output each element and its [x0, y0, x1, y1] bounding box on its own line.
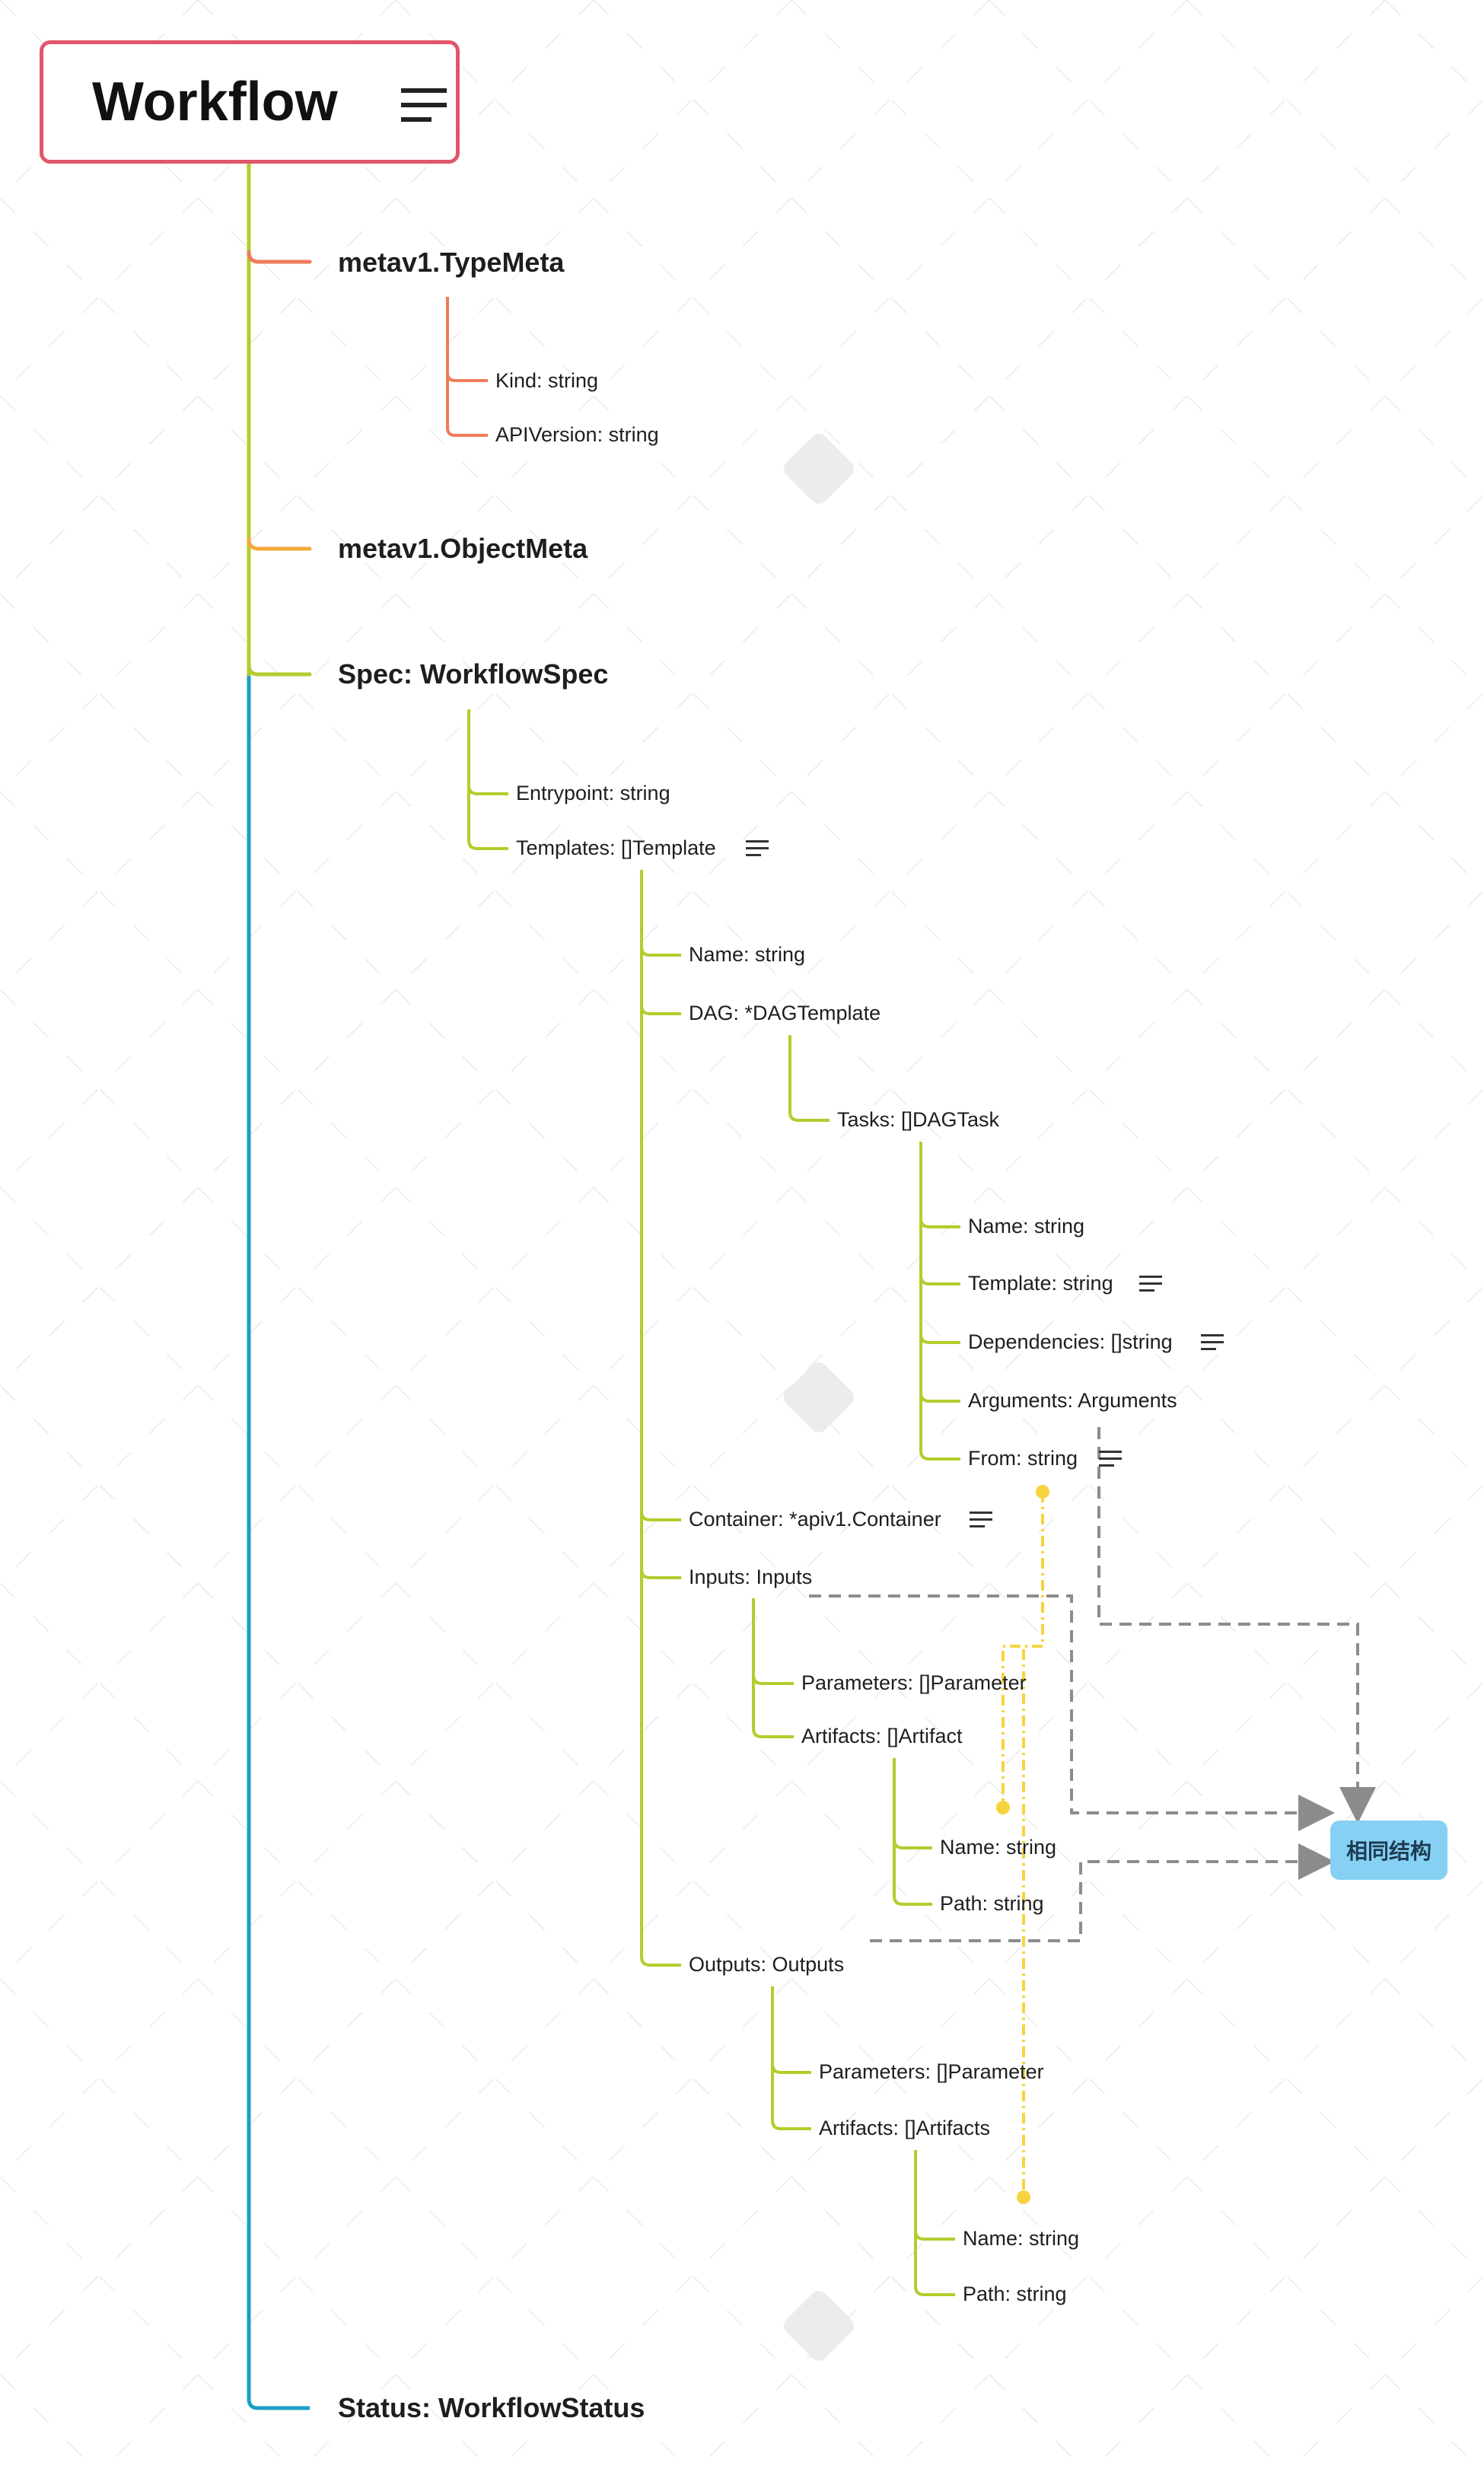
notes-icon[interactable]: [970, 1512, 992, 1528]
topic-inputs[interactable]: Inputs: Inputs: [689, 1566, 813, 1588]
topic-task-dependencies[interactable]: Dependencies: []string: [968, 1330, 1173, 1353]
topic-objectmeta[interactable]: metav1.ObjectMeta: [338, 533, 588, 564]
topic-apiversion[interactable]: APIVersion: string: [495, 423, 659, 446]
relation-inputs: [809, 1594, 1335, 1831]
topic-task-from[interactable]: From: string: [968, 1447, 1078, 1470]
xmind-logo-mark: [784, 1362, 854, 1432]
topic-inputs-artifacts[interactable]: Artifacts: []Artifact: [801, 1725, 963, 1747]
notes-icon[interactable]: [1099, 1451, 1122, 1467]
topic-status[interactable]: Status: WorkflowStatus: [338, 2392, 645, 2423]
relation-from-out: [1022, 1492, 1044, 2193]
relation-dot: [1017, 2190, 1030, 2204]
xmind-watermark-logos: [784, 434, 854, 2361]
topic-entrypoint[interactable]: Entrypoint: string: [516, 782, 670, 804]
topic-inputs-parameters[interactable]: Parameters: []Parameter: [801, 1671, 1027, 1694]
relationship-yellow: [996, 1485, 1049, 2204]
same-structure-callout[interactable]: 相同结构: [1330, 1821, 1447, 1880]
relationship-gray: [809, 1427, 1376, 1942]
relation-dot: [1036, 1485, 1049, 1499]
topic-template-name[interactable]: Name: string: [689, 943, 806, 966]
topic-outputs-artifacts[interactable]: Artifacts: []Artifacts: [819, 2117, 991, 2139]
notes-icon[interactable]: [401, 88, 447, 122]
topic-typemeta[interactable]: metav1.TypeMeta: [338, 247, 565, 278]
topic-tasks[interactable]: Tasks: []DAGTask: [837, 1108, 1000, 1131]
topic-inputs-artifact-name[interactable]: Name: string: [940, 1836, 1057, 1859]
root-topic[interactable]: Workflow: [40, 40, 460, 164]
topic-task-arguments[interactable]: Arguments: Arguments: [968, 1389, 1177, 1412]
root-title: Workflow: [92, 72, 338, 132]
topic-dag[interactable]: DAG: *DAGTemplate: [689, 1002, 881, 1024]
topic-outputs[interactable]: Outputs: Outputs: [689, 1953, 845, 1976]
xmind-logo-mark: [784, 2291, 854, 2361]
topic-spec[interactable]: Spec: WorkflowSpec: [338, 658, 609, 690]
topic-kind[interactable]: Kind: string: [495, 369, 599, 392]
topic-inputs-artifact-path[interactable]: Path: string: [940, 1892, 1044, 1915]
root-branches: [247, 161, 312, 677]
topic-outputs-parameters[interactable]: Parameters: []Parameter: [819, 2060, 1044, 2083]
relation-arguments: [1097, 1427, 1376, 1824]
notes-icon[interactable]: [746, 840, 769, 857]
status-branch: [247, 670, 310, 2410]
relation-outputs: [870, 1843, 1335, 1942]
topic-outputs-artifact-path[interactable]: Path: string: [963, 2282, 1067, 2305]
relation-dot: [996, 1801, 1010, 1814]
topic-outputs-artifact-name[interactable]: Name: string: [963, 2227, 1080, 2250]
notes-icon[interactable]: [1201, 1334, 1224, 1351]
typemeta-branches: [446, 297, 488, 437]
relation-from-in: [1002, 1492, 1044, 1804]
topic-templates[interactable]: Templates: []Template: [516, 836, 716, 859]
topic-container[interactable]: Container: *apiv1.Container: [689, 1508, 941, 1531]
spec-branches: [467, 709, 960, 2296]
topic-task-template[interactable]: Template: string: [968, 1272, 1113, 1295]
xmind-logo-mark: [784, 434, 854, 504]
notes-icon[interactable]: [1139, 1276, 1162, 1292]
topic-task-name[interactable]: Name: string: [968, 1215, 1085, 1238]
